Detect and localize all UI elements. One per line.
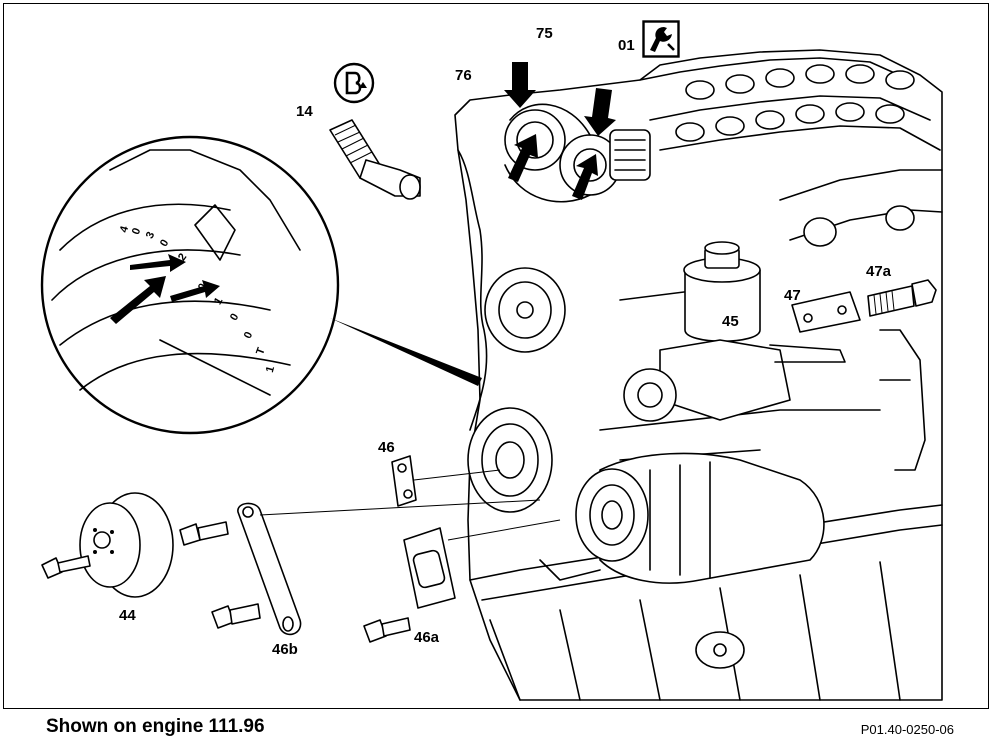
callout-46b: 46b	[272, 641, 298, 658]
detail-leader	[330, 318, 482, 386]
callout-76: 76	[455, 67, 472, 84]
circle-b-arrow-icon	[333, 62, 375, 104]
thread-lock-symbol	[333, 62, 375, 104]
scale-mark-1: 4	[117, 224, 132, 234]
figure-caption: Shown on engine 111.96	[46, 716, 265, 737]
bolt-47a	[867, 279, 937, 317]
scale-mark-11: 1	[263, 364, 278, 374]
callout-45: 45	[722, 313, 739, 330]
alternator	[575, 452, 825, 584]
callout-44: 44	[119, 607, 136, 624]
diagram-frame	[3, 3, 989, 709]
scale-mark-10: T	[254, 346, 268, 357]
callout-46a: 46a	[414, 629, 440, 646]
boxed-wrench-icon	[642, 20, 680, 58]
scale-mark-8: 0	[227, 311, 242, 323]
scale-mark-5: 2	[175, 251, 190, 264]
callout-47a: 47a	[866, 263, 892, 280]
scale-mark-4: 0	[157, 237, 172, 249]
crankshaft-hub	[467, 407, 553, 513]
pulley-44	[41, 492, 174, 598]
strap-46b	[237, 499, 541, 636]
camshaft-sprockets	[504, 62, 651, 203]
callout-46: 46	[378, 439, 395, 456]
callout-14: 14	[296, 103, 313, 120]
callout-47: 47	[784, 287, 801, 304]
flange-46a	[363, 519, 561, 643]
gasket-46	[391, 455, 501, 507]
torque-wrench-symbol	[642, 20, 680, 58]
timing-mark-detail	[40, 135, 340, 435]
callout-01: 01	[618, 37, 635, 54]
document-reference: P01.40-0250-06	[860, 722, 954, 737]
scale-mark-7: 1	[211, 295, 226, 307]
water-pump	[484, 267, 566, 353]
bolt-upper	[179, 521, 229, 546]
scale-mark-2: 0	[129, 226, 144, 237]
bolt-14	[329, 119, 421, 200]
engine-block	[454, 49, 943, 701]
bolt-lower-left	[211, 603, 261, 629]
bracket-47	[791, 291, 861, 333]
oil-filter-45	[623, 241, 846, 422]
scale-mark-3: 3	[143, 229, 158, 241]
scale-mark-9: 0	[241, 329, 256, 341]
camshaft-lobes	[675, 64, 915, 142]
scale-mark-6: 0	[195, 281, 210, 293]
callout-75: 75	[536, 25, 553, 42]
